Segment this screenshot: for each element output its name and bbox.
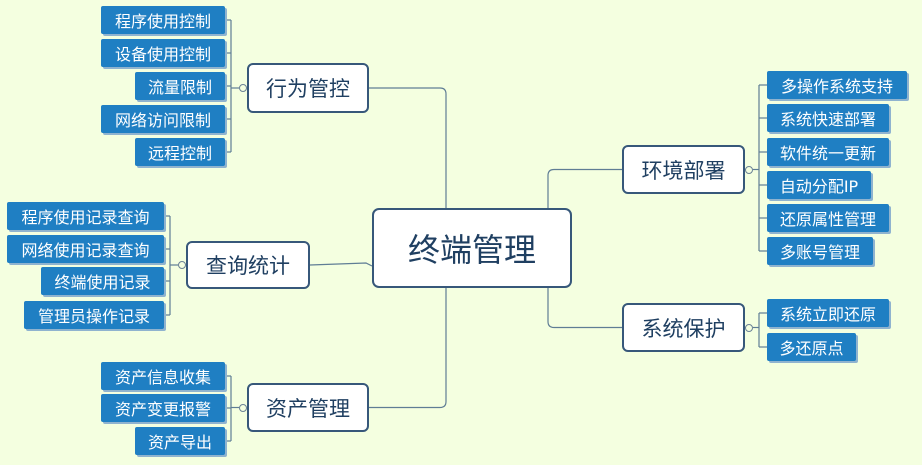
collapse-toggle-icon[interactable] bbox=[745, 323, 753, 332]
root-connector bbox=[547, 288, 622, 329]
collapse-toggle-icon[interactable] bbox=[239, 84, 247, 92]
leaf-node[interactable]: 资产导出 bbox=[135, 427, 225, 455]
leaf-node[interactable]: 资产信息收集 bbox=[101, 362, 225, 390]
collapse-toggle-icon[interactable] bbox=[178, 261, 186, 269]
branch-query[interactable]: 查询统计 bbox=[186, 241, 310, 289]
leaf-node[interactable]: 系统快速部署 bbox=[767, 104, 889, 132]
branch-behavior[interactable]: 行为管控 bbox=[247, 63, 369, 113]
leaf-node[interactable]: 资产变更报警 bbox=[101, 394, 225, 422]
root-node[interactable]: 终端管理 bbox=[372, 208, 572, 288]
leaf-node[interactable]: 流量限制 bbox=[135, 72, 225, 100]
leaf-node[interactable]: 自动分配IP bbox=[767, 171, 871, 199]
leaf-node[interactable]: 系统立即还原 bbox=[767, 299, 889, 327]
leaf-node[interactable]: 程序使用记录查询 bbox=[7, 202, 164, 230]
leaf-node[interactable]: 网络访问限制 bbox=[101, 105, 225, 133]
leaf-node[interactable]: 管理员操作记录 bbox=[24, 301, 164, 329]
leaf-node[interactable]: 远程控制 bbox=[135, 138, 225, 166]
collapse-toggle-icon[interactable] bbox=[239, 403, 247, 412]
root-connector bbox=[369, 288, 447, 409]
leaf-node[interactable]: 终端使用记录 bbox=[41, 267, 164, 295]
branch-asset[interactable]: 资产管理 bbox=[247, 383, 369, 432]
leaf-node[interactable]: 多还原点 bbox=[767, 333, 856, 361]
leaf-node[interactable]: 多账号管理 bbox=[767, 237, 873, 265]
leaf-node[interactable]: 多操作系统支持 bbox=[767, 71, 907, 99]
root-connector bbox=[309, 262, 373, 267]
branch-protect[interactable]: 系统保护 bbox=[622, 303, 745, 352]
leaf-node[interactable]: 设备使用控制 bbox=[101, 39, 225, 67]
leaf-node[interactable]: 网络使用记录查询 bbox=[7, 235, 164, 263]
branch-env[interactable]: 环境部署 bbox=[622, 145, 745, 194]
collapse-toggle-icon[interactable] bbox=[745, 165, 753, 174]
root-connector bbox=[547, 168, 622, 208]
root-connector bbox=[369, 87, 447, 208]
leaf-node[interactable]: 软件统一更新 bbox=[767, 138, 889, 166]
leaf-node[interactable]: 程序使用控制 bbox=[101, 6, 225, 34]
leaf-node[interactable]: 还原属性管理 bbox=[767, 204, 889, 232]
